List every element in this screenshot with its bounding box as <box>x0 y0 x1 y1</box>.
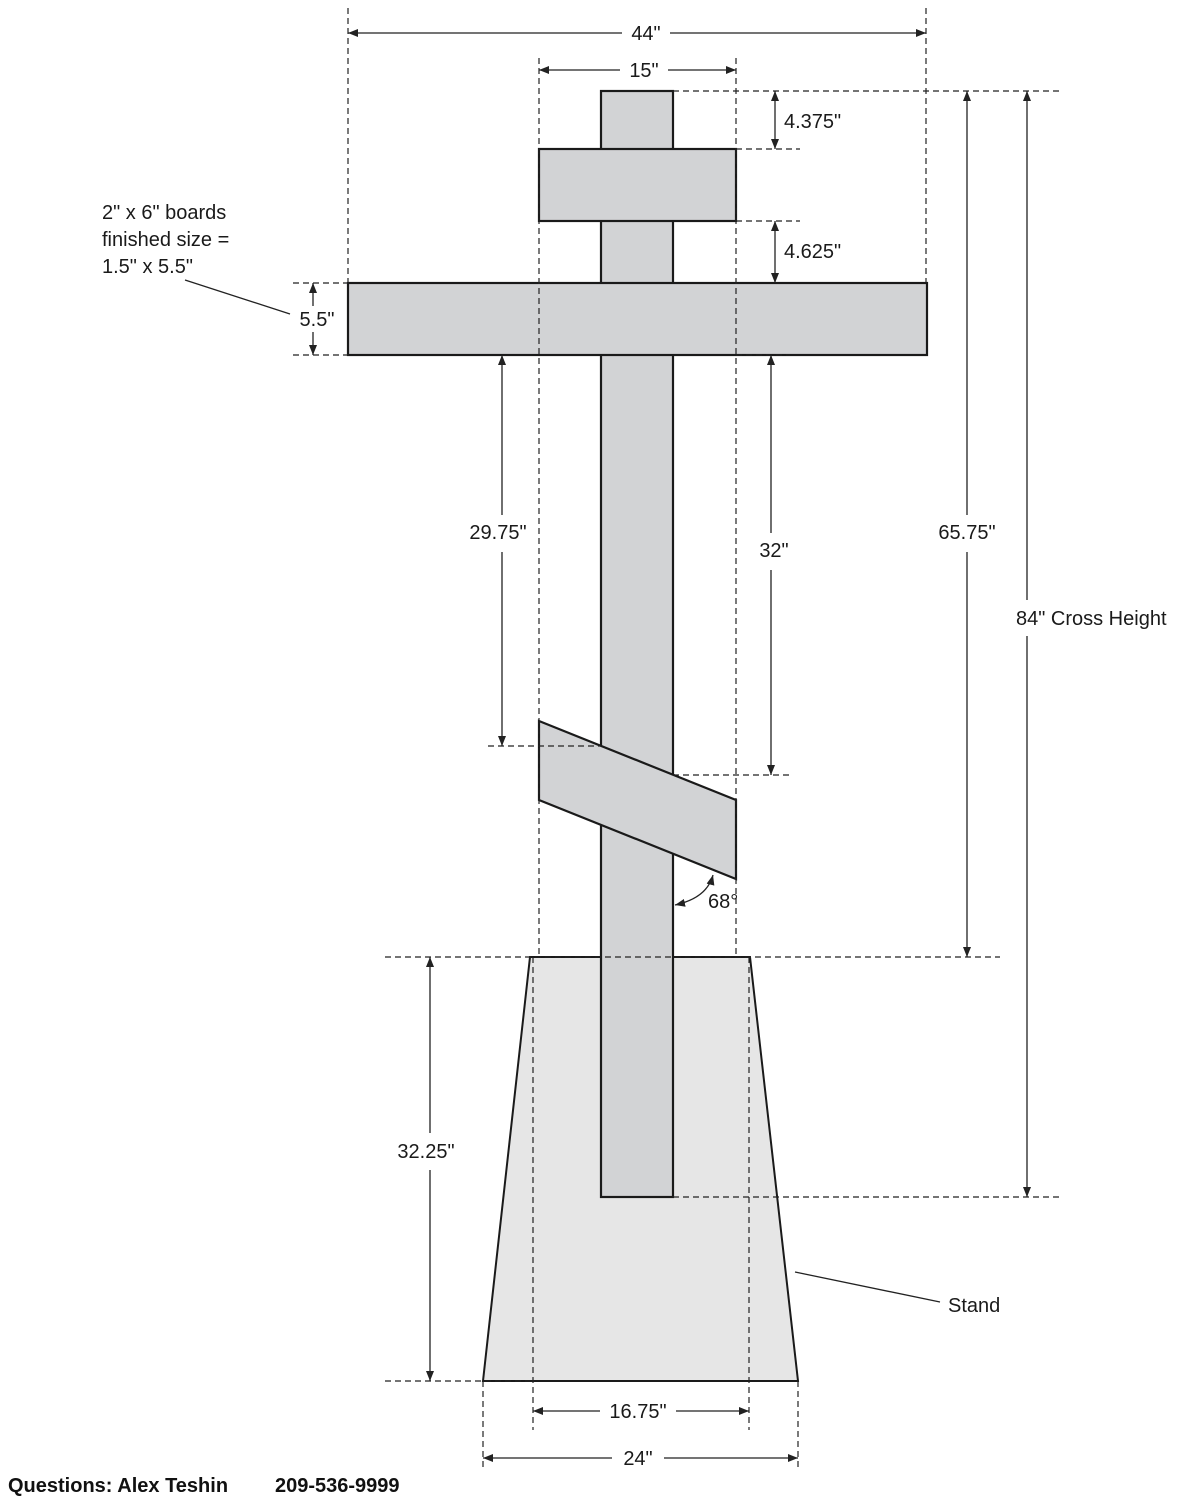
label-overall-width: 44" <box>631 23 660 45</box>
board-note-line2: finished size = <box>102 229 229 251</box>
label-top-gap: 4.375" <box>784 111 841 133</box>
label-middle-gap: 4.625" <box>784 241 841 263</box>
label-stand: Stand <box>948 1295 1000 1317</box>
dim-stand-bottom-width: 24" <box>483 1448 798 1470</box>
stand-note: Stand <box>794 1271 1000 1317</box>
dim-right-drop: 32" <box>759 355 789 775</box>
footer: Questions: Alex Teshin 209-536-9999 <box>8 1475 400 1497</box>
dim-stand-height: 32.25" <box>397 957 455 1381</box>
dim-top-gap: 4.375" <box>771 91 841 149</box>
board-note-line3: 1.5" x 5.5" <box>102 256 193 278</box>
dim-middle-gap: 4.625" <box>771 221 841 283</box>
dim-left-drop: 29.75" <box>469 355 527 746</box>
label-stand-top-width: 16.75" <box>609 1401 666 1423</box>
label-board-width: 5.5" <box>300 309 335 331</box>
dim-overall-width: 44" <box>348 23 926 45</box>
top-bar <box>537 147 738 223</box>
label-bar-to-stand: 65.75" <box>938 522 995 544</box>
dim-stand-top-width: 16.75" <box>533 1401 749 1423</box>
label-top-bar-width: 15" <box>629 60 658 82</box>
dim-bar-to-stand: 65.75" <box>938 91 996 957</box>
label-stand-height: 32.25" <box>397 1141 454 1163</box>
dim-board-width: 5.5" <box>300 283 335 355</box>
main-crossbar <box>346 281 929 357</box>
dim-angle: 68° <box>674 874 738 913</box>
dim-cross-height: 84" Cross Height <box>1016 91 1167 1197</box>
label-left-drop: 29.75" <box>469 522 526 544</box>
label-stand-bottom-width: 24" <box>623 1448 652 1470</box>
footer-phone: 209-536-9999 <box>275 1475 400 1497</box>
board-note-line1: 2" x 6" boards <box>102 202 226 224</box>
label-right-drop: 32" <box>759 540 788 562</box>
board-note: 2" x 6" boards finished size = 1.5" x 5.… <box>102 202 291 315</box>
label-cross-height: 84" Cross Height <box>1016 608 1167 630</box>
label-angle: 68° <box>708 891 738 913</box>
dim-top-bar-width: 15" <box>539 60 736 82</box>
vertical-post <box>599 89 675 1199</box>
footer-contact: Questions: Alex Teshin <box>8 1475 228 1497</box>
